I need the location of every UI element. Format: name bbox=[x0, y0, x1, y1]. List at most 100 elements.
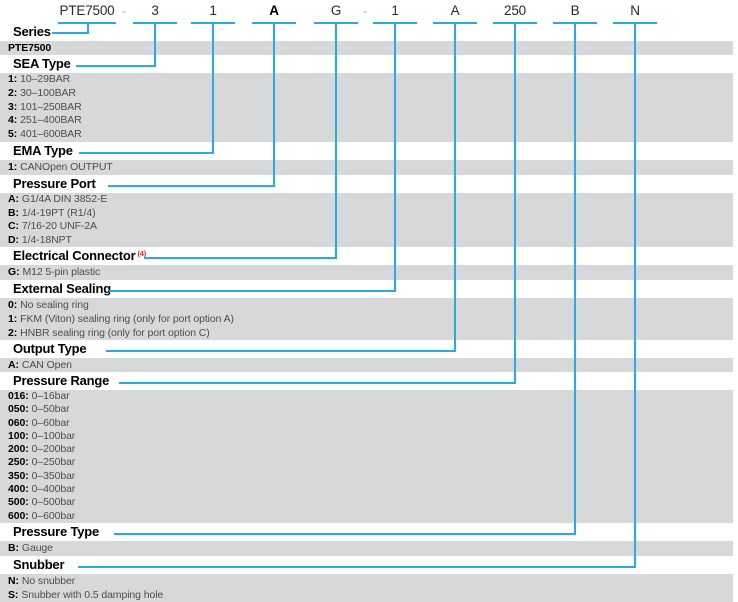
option-row: C:7/16-20 UNF-2A bbox=[0, 220, 733, 234]
code-segment: A bbox=[269, 3, 279, 18]
option-code: 5: bbox=[8, 128, 18, 141]
code-segment: B bbox=[570, 3, 580, 18]
option-description: 0–250bar bbox=[31, 456, 76, 469]
section-heading-label: Series bbox=[13, 24, 51, 39]
option-row: 1:CANOpen OUTPUT bbox=[0, 160, 733, 175]
option-row: 0:No sealing ring bbox=[0, 298, 733, 312]
option-description: 0–400bar bbox=[31, 483, 76, 496]
option-description: FKM (Viton) sealing ring (only for port … bbox=[20, 313, 234, 325]
code-segment: G bbox=[330, 3, 342, 18]
section-heading-label: Pressure Port bbox=[13, 176, 96, 191]
option-description: 0–200bar bbox=[31, 443, 76, 456]
option-band: 1:CANOpen OUTPUT bbox=[0, 160, 733, 175]
option-code: 4: bbox=[8, 114, 18, 127]
option-code: B: bbox=[8, 542, 19, 554]
option-description: 7/16-20 UNF-2A bbox=[21, 220, 97, 232]
option-description: M12 5-pin plastic bbox=[22, 266, 101, 278]
option-row: 100:0–100bar bbox=[0, 430, 733, 443]
option-row: B:Gauge bbox=[0, 541, 733, 556]
option-description: 0–350bar bbox=[31, 469, 76, 482]
code-separator: - bbox=[122, 4, 126, 18]
option-row: 5:401–600BAR bbox=[0, 128, 733, 142]
option-code: 200: bbox=[8, 443, 29, 456]
option-code: G: bbox=[8, 266, 20, 278]
option-row: 600:0–600bar bbox=[0, 510, 733, 523]
option-row: A:G1/4A DIN 3852-E bbox=[0, 193, 733, 207]
option-code: D: bbox=[8, 233, 19, 246]
option-code: 1: bbox=[8, 313, 18, 325]
section-heading-label: EMA Type bbox=[13, 143, 73, 158]
option-code: N: bbox=[8, 575, 19, 587]
option-row: 3:101–250BAR bbox=[0, 101, 733, 115]
option-row: PTE7500 bbox=[0, 41, 733, 55]
option-description: 0–50bar bbox=[31, 403, 70, 416]
section-heading-series: Series bbox=[0, 24, 738, 41]
footnote-reference: (4) bbox=[137, 249, 147, 258]
section-heading-sea-type: SEA Type bbox=[0, 55, 738, 73]
option-description: 0–100bar bbox=[31, 429, 76, 442]
code-segment: 250 bbox=[504, 3, 526, 18]
option-code: A: bbox=[8, 359, 19, 371]
section-heading-ema-type: EMA Type bbox=[0, 142, 738, 160]
section-heading-output-type: Output Type bbox=[0, 340, 738, 358]
option-description: CANOpen OUTPUT bbox=[20, 161, 113, 173]
option-code: 3: bbox=[8, 100, 18, 113]
option-row: 050:0–50bar bbox=[0, 403, 733, 416]
option-row: 350:0–350bar bbox=[0, 470, 733, 483]
section-heading-label: Snubber bbox=[13, 557, 65, 572]
option-description: G1/4A DIN 3852-E bbox=[21, 193, 108, 205]
code-segment: 3 bbox=[151, 3, 159, 18]
option-row: 2:HNBR sealing ring (only for port optio… bbox=[0, 326, 733, 340]
option-description: 0–600bar bbox=[31, 509, 76, 522]
section-heading-pressure-type: Pressure Type bbox=[0, 523, 738, 541]
option-row: D:1/4-18NPT bbox=[0, 234, 733, 248]
option-row: G:M12 5-pin plastic bbox=[0, 265, 733, 280]
option-description: 251–400BAR bbox=[20, 114, 82, 127]
option-code: 050: bbox=[8, 403, 29, 416]
option-description: CAN Open bbox=[21, 359, 72, 371]
option-row: 250:0–250bar bbox=[0, 456, 733, 469]
option-code: 1: bbox=[8, 161, 18, 173]
option-row: 060:0–60bar bbox=[0, 417, 733, 430]
option-description: No sealing ring bbox=[20, 299, 89, 311]
option-band: A:CAN Open bbox=[0, 358, 733, 372]
option-row: 4:251–400BAR bbox=[0, 114, 733, 128]
option-code: 0: bbox=[8, 299, 18, 311]
option-code: 400: bbox=[8, 483, 29, 496]
option-description: 0–500bar bbox=[31, 496, 76, 509]
option-row: N:No snubber bbox=[0, 574, 733, 588]
option-description: 10–29BAR bbox=[20, 73, 71, 85]
option-band: PTE7500 bbox=[0, 41, 733, 55]
option-code: 2: bbox=[8, 86, 18, 99]
option-row: 1:FKM (Viton) sealing ring (only for por… bbox=[0, 312, 733, 326]
option-code: 350: bbox=[8, 469, 29, 482]
option-row: 1:10–29BAR bbox=[0, 73, 733, 87]
option-row: B:1/4-19PT (R1/4) bbox=[0, 207, 733, 221]
option-code: 100: bbox=[8, 429, 29, 442]
section-heading-pressure-port: Pressure Port bbox=[0, 175, 738, 193]
option-band: G:M12 5-pin plastic bbox=[0, 265, 733, 280]
option-band: B:Gauge bbox=[0, 541, 733, 556]
option-row: 400:0–400bar bbox=[0, 483, 733, 496]
option-code: PTE7500 bbox=[8, 42, 52, 54]
option-description: 0–60bar bbox=[31, 416, 70, 429]
code-segment: PTE7500 bbox=[59, 3, 115, 18]
option-row: S:Snubber with 0.5 damping hole bbox=[0, 588, 733, 602]
code-segment: 1 bbox=[209, 3, 217, 18]
code-separator: - bbox=[363, 4, 367, 18]
section-heading-pressure-range: Pressure Range bbox=[0, 372, 738, 390]
option-row: 500:0–500bar bbox=[0, 496, 733, 509]
option-description: 1/4-19PT (R1/4) bbox=[21, 206, 96, 219]
section-heading-label: External Sealing bbox=[13, 281, 111, 296]
option-description: Gauge bbox=[21, 542, 53, 554]
option-description: No snubber bbox=[21, 575, 76, 587]
option-description: 401–600BAR bbox=[20, 128, 82, 141]
code-segment: A bbox=[450, 3, 460, 18]
section-heading-external-sealing: External Sealing bbox=[0, 280, 738, 298]
option-description: 0–16bar bbox=[31, 390, 70, 402]
